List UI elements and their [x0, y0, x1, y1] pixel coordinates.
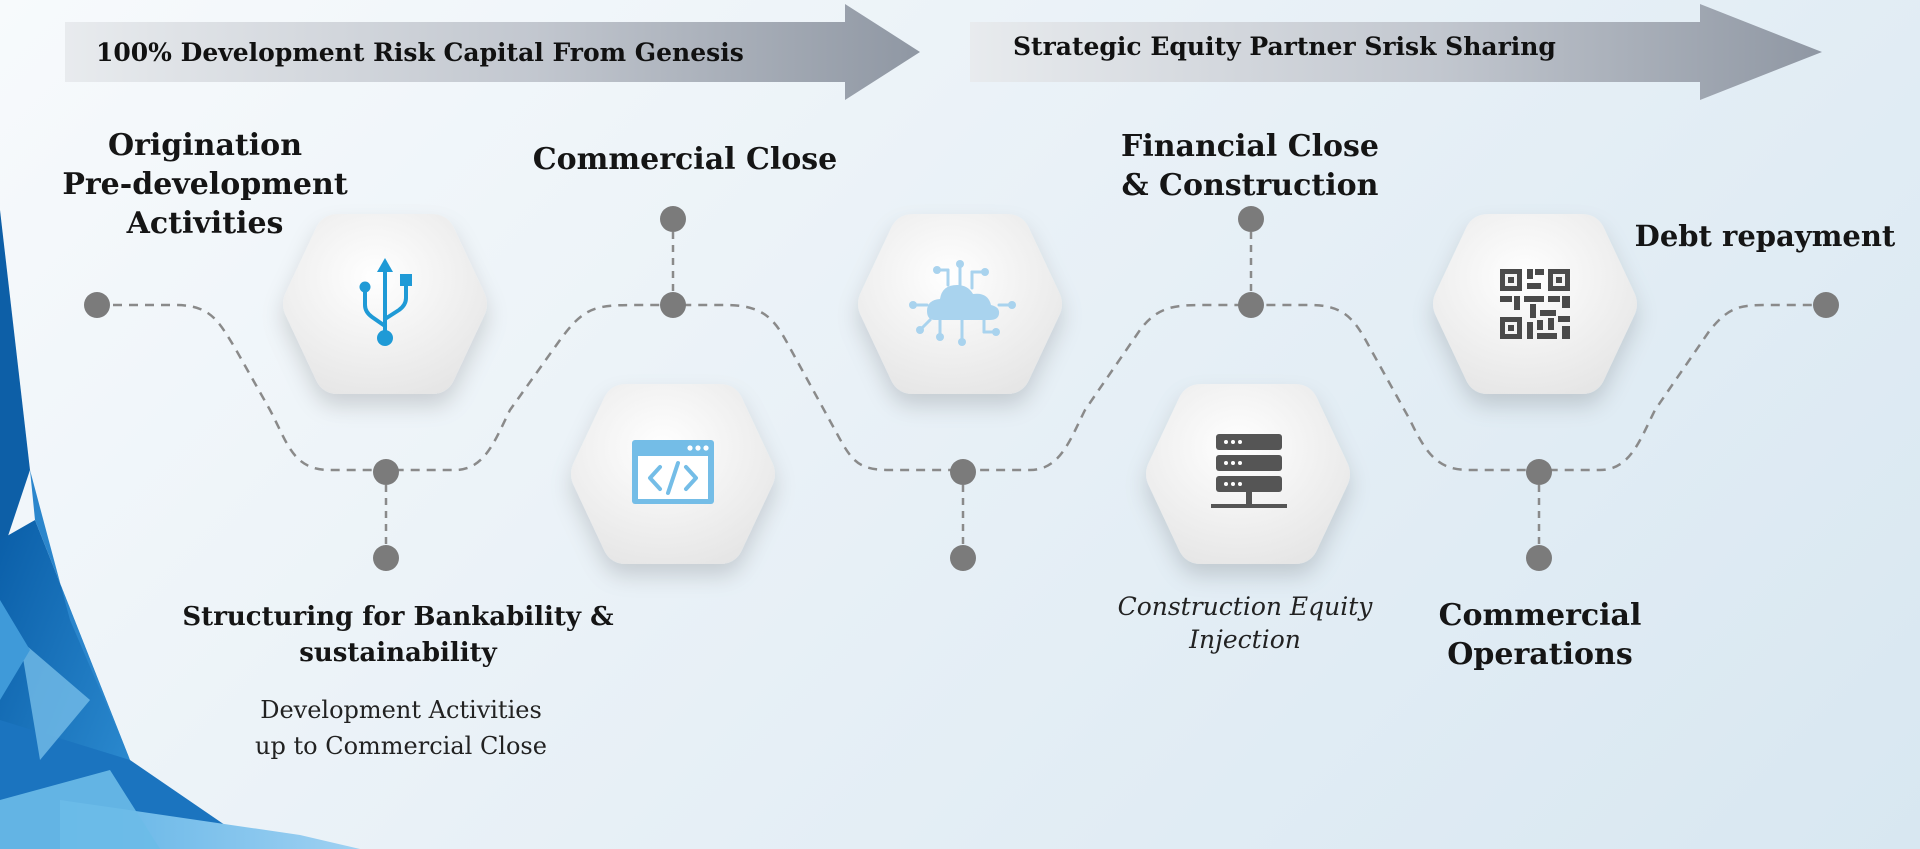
node-mid [950, 545, 976, 571]
node-commercial-close-path [660, 292, 686, 318]
stage-label-commercial-operations: Commercial Operations [1400, 596, 1680, 674]
stage-label-line: sustainability [299, 637, 497, 668]
connector-stubs [384, 219, 1541, 558]
stage-label-line: Commercial Close [532, 142, 838, 177]
node-structuring-path [373, 459, 399, 485]
banner-text-1: 100% Development Risk Capital From Genes… [96, 38, 744, 67]
description-line: Construction Equity [1117, 592, 1373, 621]
decorative-shards [0, 210, 360, 849]
stage-label-debt-repayment: Debt repayment [1620, 218, 1910, 256]
hexagon-4 [1146, 384, 1350, 564]
stage-label-line: Financial Close [1121, 129, 1379, 164]
server-icon [1211, 434, 1287, 508]
node-end [1813, 292, 1839, 318]
qr-code-icon [1500, 269, 1570, 339]
usb-icon [359, 258, 412, 346]
banner-arrow-1 [65, 4, 920, 100]
node-operations-path [1526, 459, 1552, 485]
description-line: Development Activities [260, 696, 542, 724]
description-line: Injection [1189, 624, 1301, 654]
stage-label-line: & Construction [1121, 168, 1379, 203]
stage-label-line: Operations [1447, 637, 1633, 672]
stage-label-line: Structuring for Bankability & [182, 602, 614, 632]
node-start [84, 292, 110, 318]
node-financial-close [1238, 206, 1264, 232]
stage-label-structuring: Structuring for Bankability & sustainabi… [178, 600, 618, 672]
stage-label-line: Commercial [1438, 598, 1642, 633]
node-mid-path [950, 459, 976, 485]
code-window-icon [632, 440, 714, 504]
node-structuring [373, 545, 399, 571]
stage-label-line: Debt repayment [1634, 219, 1896, 253]
stage-label-line: Origination [107, 128, 303, 163]
stage-label-financial-close: Financial Close & Construction [1100, 127, 1400, 205]
description-development-activities: Development Activities up to Commercial … [231, 692, 571, 764]
description-line: up to Commercial Close [255, 732, 547, 760]
timeline-path [97, 303, 1826, 472]
cloud-network-icon [909, 260, 1016, 346]
banner-text-2: Strategic Equity Partner Srisk Sharing [1013, 32, 1556, 61]
timeline-nodes [84, 206, 1839, 571]
stage-label-line: Pre-development [62, 167, 348, 202]
node-financial-close-path [1238, 292, 1264, 318]
description-construction-equity: Construction Equity Injection [1095, 591, 1395, 656]
node-operations [1526, 545, 1552, 571]
banner-arrow-2 [970, 4, 1822, 100]
stage-label-line: Activities [126, 206, 284, 241]
stage-label-commercial-close: Commercial Close [515, 140, 855, 179]
node-commercial-close [660, 206, 686, 232]
stage-label-origination: Origination Pre-development Activities [55, 126, 355, 243]
